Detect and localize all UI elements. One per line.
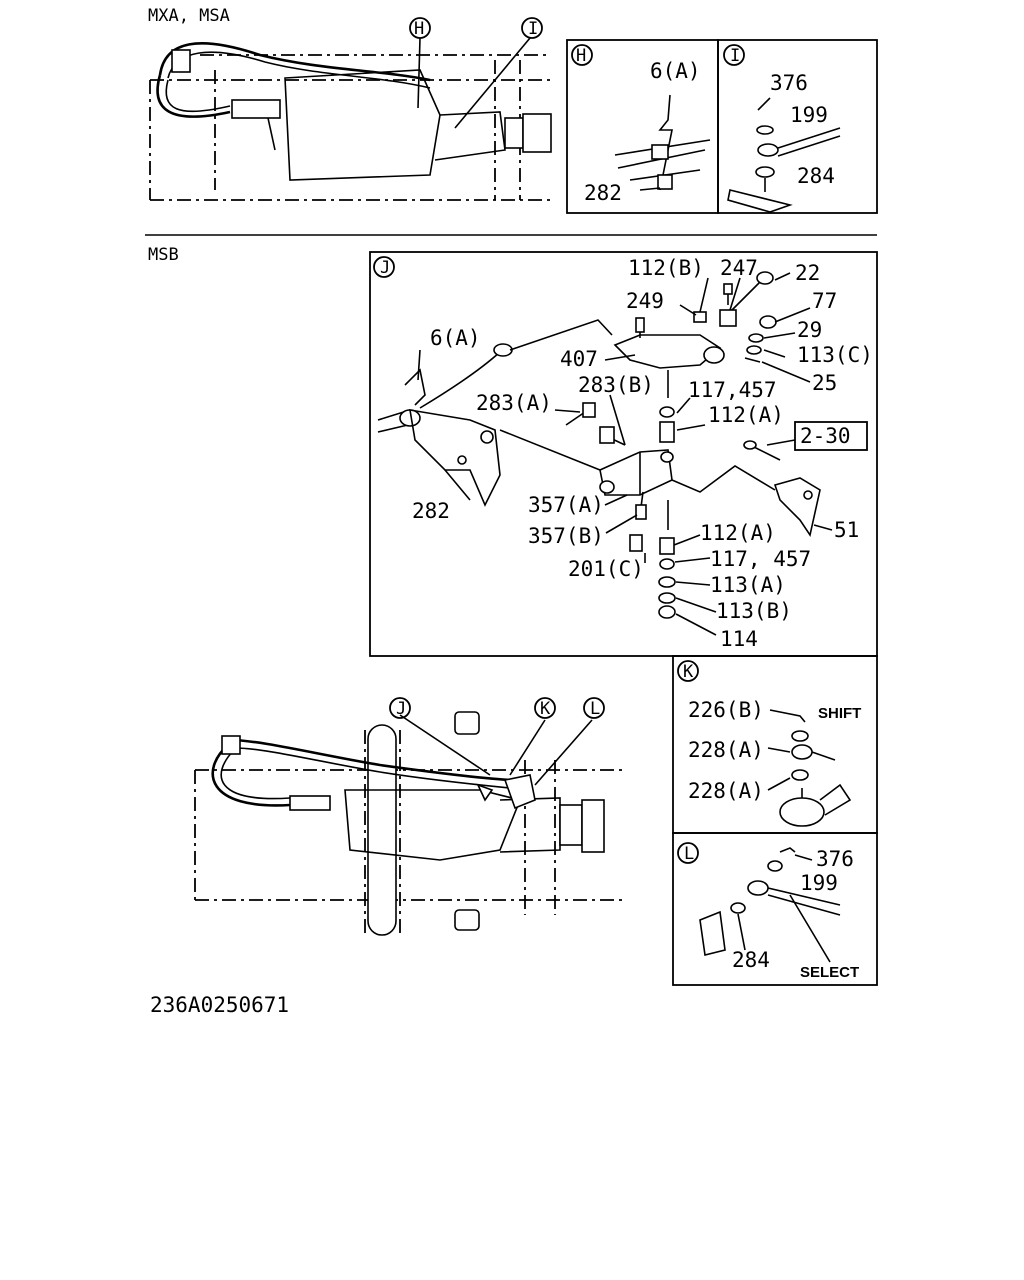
panel-k-label-shift: SHIFT	[818, 705, 861, 722]
panel-l-drawing	[699, 847, 841, 963]
callout-k-label: K	[540, 699, 551, 719]
callout-j-label: J	[396, 699, 406, 719]
panel-j-part-114: 114	[720, 627, 758, 651]
panel-j-part-113a: 113(A)	[710, 573, 786, 597]
panel-h-callout: H	[576, 46, 586, 66]
panel-h-part-282: 282	[584, 181, 622, 205]
callout-h-marker	[409, 17, 431, 39]
panel-l-part-284: 284	[732, 948, 770, 972]
bottom-vehicle-drawing	[194, 711, 625, 936]
panel-j-part-247: 247	[720, 256, 758, 280]
panel-l-callout: L	[684, 844, 694, 864]
panel-k-part-226b: 226(B)	[688, 698, 764, 722]
section-label-mxa-msa: MXA, MSA	[148, 6, 230, 26]
panel-j-part-77: 77	[812, 289, 837, 313]
panel-j-part-201c: 201(C)	[568, 557, 644, 581]
panel-j-part-282: 282	[412, 499, 450, 523]
panel-i-part-199: 199	[790, 103, 828, 127]
panel-j-part-117-457-bottom: 117, 457	[710, 547, 811, 571]
panel-j-part-283b: 283(B)	[578, 373, 654, 397]
panel-j-part-51: 51	[834, 518, 859, 542]
panel-i-part-376: 376	[770, 71, 808, 95]
panel-j-callout: J	[380, 258, 390, 278]
panel-i-drawing	[727, 97, 841, 213]
panel-j-part-112a-bottom: 112(A)	[700, 521, 776, 545]
panel-j-part-6a: 6(A)	[430, 326, 481, 350]
section-label-msb: MSB	[148, 245, 179, 265]
drawing-code: 236A0250671	[150, 993, 289, 1017]
panel-j-part-407: 407	[560, 347, 598, 371]
panel-j-part-249: 249	[626, 289, 664, 313]
panel-k-part-228a-bottom: 228(A)	[688, 779, 764, 803]
callout-j-marker	[389, 697, 411, 719]
panel-l-part-199: 199	[800, 871, 838, 895]
callout-i-marker	[521, 17, 543, 39]
panel-j-part-283a: 283(A)	[476, 391, 552, 415]
panel-j-drawing	[377, 271, 833, 636]
panel-k-part-228a-top: 228(A)	[688, 738, 764, 762]
detail-panel-j	[369, 251, 878, 657]
panel-h-marker	[571, 44, 593, 66]
panel-j-ref-box	[794, 421, 868, 451]
callout-l-label: L	[590, 699, 600, 719]
panel-j-part-357a: 357(A)	[528, 493, 604, 517]
panel-j-part-117-457-top: 117,457	[688, 378, 777, 402]
panel-j-part-22: 22	[795, 261, 820, 285]
panel-j-part-29: 29	[797, 318, 822, 342]
panel-j-part-113c: 113(C)	[797, 343, 873, 367]
callout-h-label: H	[414, 19, 424, 39]
panel-l-part-376: 376	[816, 847, 854, 871]
callout-i-label: I	[528, 19, 538, 39]
panel-k-marker	[677, 660, 699, 682]
panel-k-drawing	[767, 709, 852, 827]
panel-i-marker	[723, 44, 745, 66]
panel-k-callout: K	[683, 662, 694, 682]
panel-j-part-25: 25	[812, 371, 837, 395]
panel-i-part-284: 284	[797, 164, 835, 188]
top-vehicle-drawing	[149, 37, 552, 201]
callout-l-marker	[583, 697, 605, 719]
panel-j-part-112b: 112(B)	[628, 256, 704, 280]
detail-panel-i	[717, 39, 878, 214]
panel-j-part-357b: 357(B)	[528, 524, 604, 548]
panel-h-drawing	[614, 94, 711, 191]
panel-l-label-select: SELECT	[800, 964, 859, 981]
detail-panel-l	[672, 832, 878, 986]
panel-j-part-112a-top: 112(A)	[708, 403, 784, 427]
panel-j-marker	[373, 256, 395, 278]
panel-i-callout: I	[730, 46, 740, 66]
panel-j-ref-2-30: 2-30	[800, 424, 851, 448]
panel-l-marker	[677, 842, 699, 864]
panel-j-part-113b: 113(B)	[716, 599, 792, 623]
callout-k-marker	[534, 697, 556, 719]
panel-h-part-6a: 6(A)	[650, 59, 701, 83]
